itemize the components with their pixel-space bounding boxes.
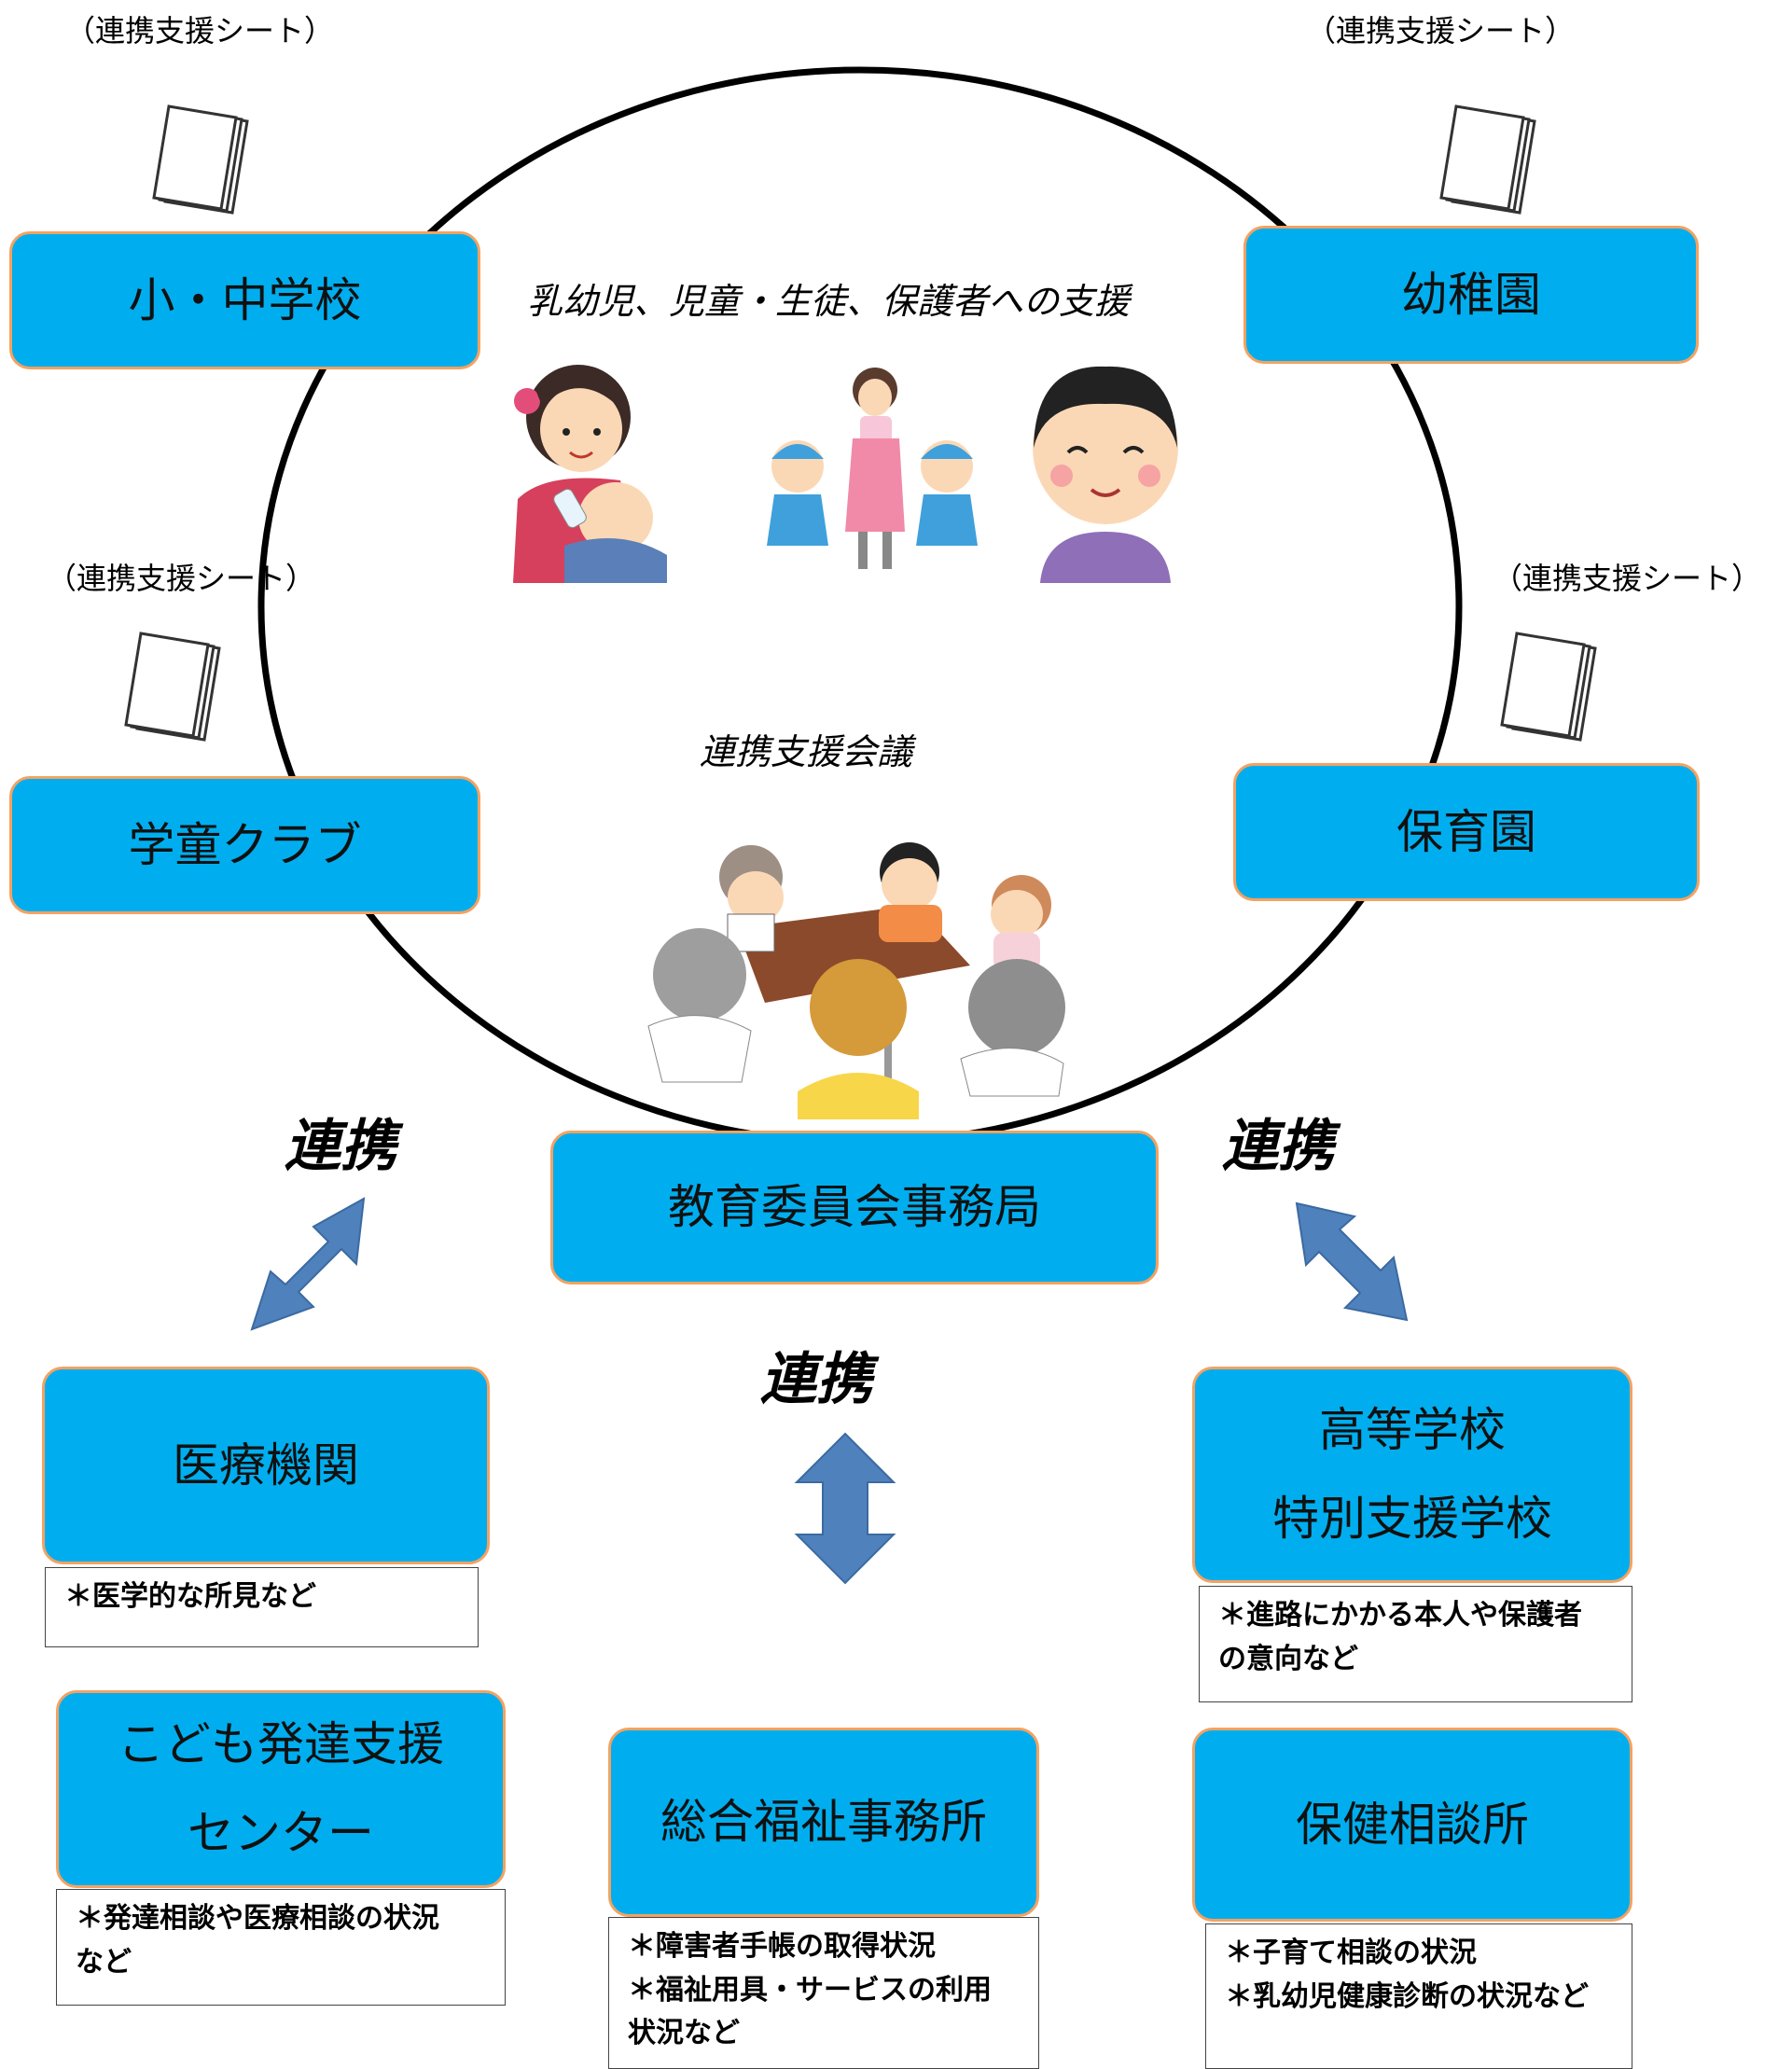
note-line: ＊医学的な所見など xyxy=(64,1580,316,1613)
box-elementary-junior-high: 小・中学校 xyxy=(9,231,480,369)
box-child-development-center: こども発達支援 センター xyxy=(56,1690,506,1888)
box-label-line1: こども発達支援 xyxy=(118,1717,444,1771)
box-high-school: 高等学校 特別支援学校 xyxy=(1192,1367,1632,1583)
teacher-with-children-illustration xyxy=(767,368,978,569)
box-label: 保健相談所 xyxy=(1296,1797,1529,1852)
box-board-of-education: 教育委員会事務局 xyxy=(550,1131,1159,1284)
document-stack-icon xyxy=(152,104,249,215)
note-medical: ＊医学的な所見など xyxy=(45,1567,479,1647)
meeting-caption: 連携支援会議 xyxy=(700,731,913,772)
box-health-center: 保健相談所 xyxy=(1192,1728,1632,1922)
double-arrow-icon xyxy=(794,1432,896,1585)
box-label: 医療機関 xyxy=(173,1437,359,1493)
note-line: 状況など xyxy=(628,2017,740,2049)
note-line: ＊子育て相談の状況 xyxy=(1225,1937,1477,1969)
note-line: ＊福祉用具・サービスの利用 xyxy=(628,1973,992,2007)
renkei-label-center: 連携 xyxy=(760,1347,872,1412)
box-label-line2: センター xyxy=(188,1806,374,1860)
box-label-line2: 特別支援学校 xyxy=(1272,1492,1552,1546)
note-high-school: ＊進路にかかる本人や保護者 の意向など xyxy=(1199,1586,1632,1702)
box-label-line1: 高等学校 xyxy=(1319,1403,1506,1457)
document-stack-icon xyxy=(1500,632,1597,742)
renkei-label-right: 連携 xyxy=(1222,1114,1334,1179)
box-label: 保育園 xyxy=(1396,804,1536,859)
double-arrow-icon xyxy=(1295,1201,1409,1322)
box-kindergarten: 幼稚園 xyxy=(1243,226,1699,364)
box-label: 総合福祉事務所 xyxy=(660,1795,987,1849)
sheet-label-top-left: （連携支援シート） xyxy=(65,13,335,49)
note-line: ＊障害者手帳の取得状況 xyxy=(628,1930,936,1963)
sheet-label-mid-right: （連携支援シート） xyxy=(1493,561,1762,596)
meeting-table-illustration xyxy=(647,842,1065,1119)
note-welfare: ＊障害者手帳の取得状況 ＊福祉用具・サービスの利用 状況など xyxy=(608,1917,1039,2069)
note-child-development: ＊発達相談や医療相談の状況 など xyxy=(56,1889,506,2006)
note-line: ＊発達相談や医療相談の状況 xyxy=(76,1902,439,1935)
note-line: ＊進路にかかる本人や保護者 xyxy=(1218,1599,1582,1632)
box-label: 幼稚園 xyxy=(1401,267,1541,322)
smiling-boy-illustration xyxy=(1033,366,1178,583)
note-line: の意向など xyxy=(1218,1642,1358,1675)
sheet-label-mid-left: （連携支援シート） xyxy=(47,561,316,596)
box-medical: 医療機関 xyxy=(42,1367,490,1564)
double-arrow-icon xyxy=(250,1197,366,1331)
box-after-school-club: 学童クラブ xyxy=(9,776,480,914)
box-welfare-office: 総合福祉事務所 xyxy=(608,1728,1039,1917)
mother-feeding-baby-illustration xyxy=(513,365,667,583)
box-label: 学童クラブ xyxy=(128,817,362,872)
note-line: ＊乳幼児健康診断の状況など xyxy=(1225,1979,1589,2013)
note-line: など xyxy=(76,1945,132,1979)
support-caption: 乳幼児、児童・生徒、保護者への支援 xyxy=(527,281,1131,322)
renkei-label-left: 連携 xyxy=(285,1114,396,1179)
box-label: 小・中学校 xyxy=(128,272,362,327)
sheet-label-top-right: （連携支援シート） xyxy=(1306,13,1576,49)
box-label: 教育委員会事務局 xyxy=(668,1180,1041,1234)
box-nursery: 保育園 xyxy=(1233,763,1700,901)
document-stack-icon xyxy=(124,632,221,742)
note-health: ＊子育て相談の状況 ＊乳幼児健康診断の状況など xyxy=(1205,1923,1632,2069)
document-stack-icon xyxy=(1439,104,1536,215)
